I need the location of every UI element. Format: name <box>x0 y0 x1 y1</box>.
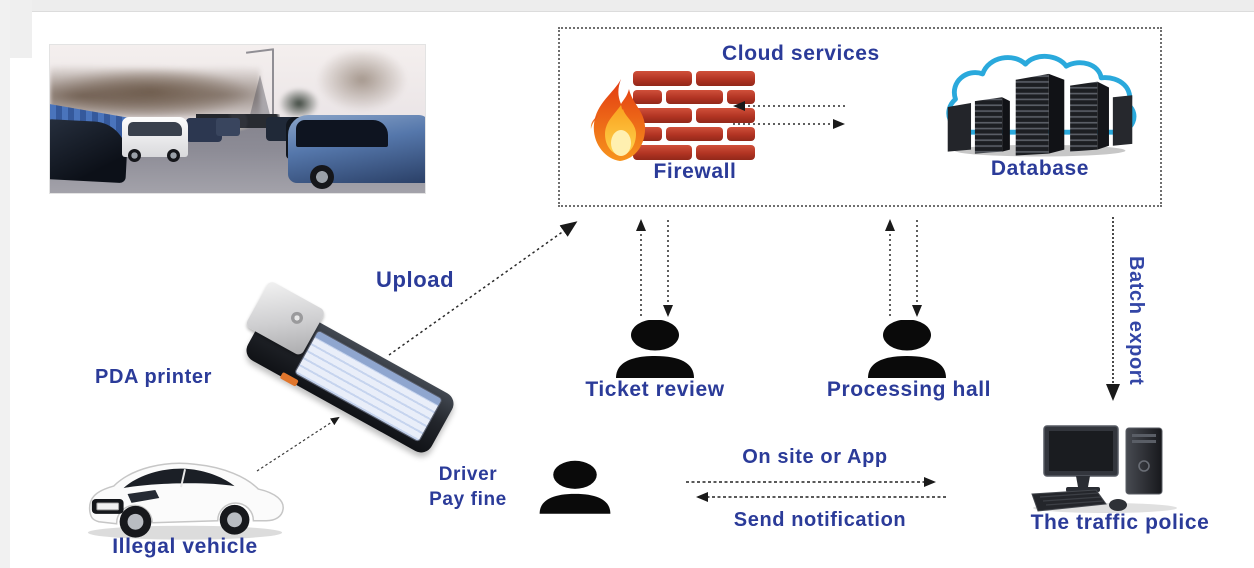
batch-export-label: Batch export <box>1125 256 1147 386</box>
ticket-review-person-icon <box>616 320 694 378</box>
pda-printer-label: PDA printer <box>95 366 212 388</box>
driver-label-line2: Pay fine <box>429 489 507 510</box>
photo-sedan-wheel <box>310 165 334 189</box>
photo-van-window <box>128 122 182 136</box>
photo-white-van <box>122 117 188 162</box>
upload-label: Upload <box>376 267 455 292</box>
street-scene-photo <box>50 45 425 193</box>
send-notification-label: Send notification <box>733 509 907 531</box>
ticket-review-label: Ticket review <box>585 378 725 401</box>
photo-van-wheel <box>128 149 141 162</box>
photo-sedan-window <box>296 120 388 147</box>
flame-icon <box>590 79 646 161</box>
traffic-police-computer-icon <box>1031 425 1177 513</box>
cloud-services-title: Cloud services <box>722 42 880 65</box>
on-site-or-app-label: On site or App <box>742 446 888 468</box>
driver-person-icon <box>539 460 611 514</box>
photo-blue-sedan <box>288 115 425 189</box>
traffic-police-label: The traffic police <box>1030 511 1210 534</box>
pda-printer-icon <box>242 280 458 457</box>
illegal-vehicle-car-icon <box>87 462 284 540</box>
photo-lamp-pole <box>272 50 274 114</box>
photo-van-wheel <box>167 149 180 162</box>
processing-hall-label: Processing hall <box>826 378 992 401</box>
firewall-label: Firewall <box>653 160 737 183</box>
pda-printer-knob <box>288 309 306 327</box>
frame-left-band <box>0 0 10 568</box>
photo-trees-left <box>50 63 260 118</box>
photo-bush <box>278 87 320 117</box>
photo-parked-car <box>216 118 240 136</box>
photo-tree-right <box>312 51 412 115</box>
frame-top-band <box>0 0 1254 12</box>
cloud-services-box: Cloud services Firewall <box>558 27 1162 207</box>
photo-lamp-arm <box>245 48 275 54</box>
processing-hall-person-icon <box>868 320 946 378</box>
database-label: Database <box>990 157 1090 180</box>
driver-label-line1: Driver <box>438 464 498 485</box>
database-icon <box>946 54 1137 157</box>
illegal-vehicle-label: Illegal vehicle <box>112 535 258 558</box>
pda-screen <box>293 329 444 443</box>
